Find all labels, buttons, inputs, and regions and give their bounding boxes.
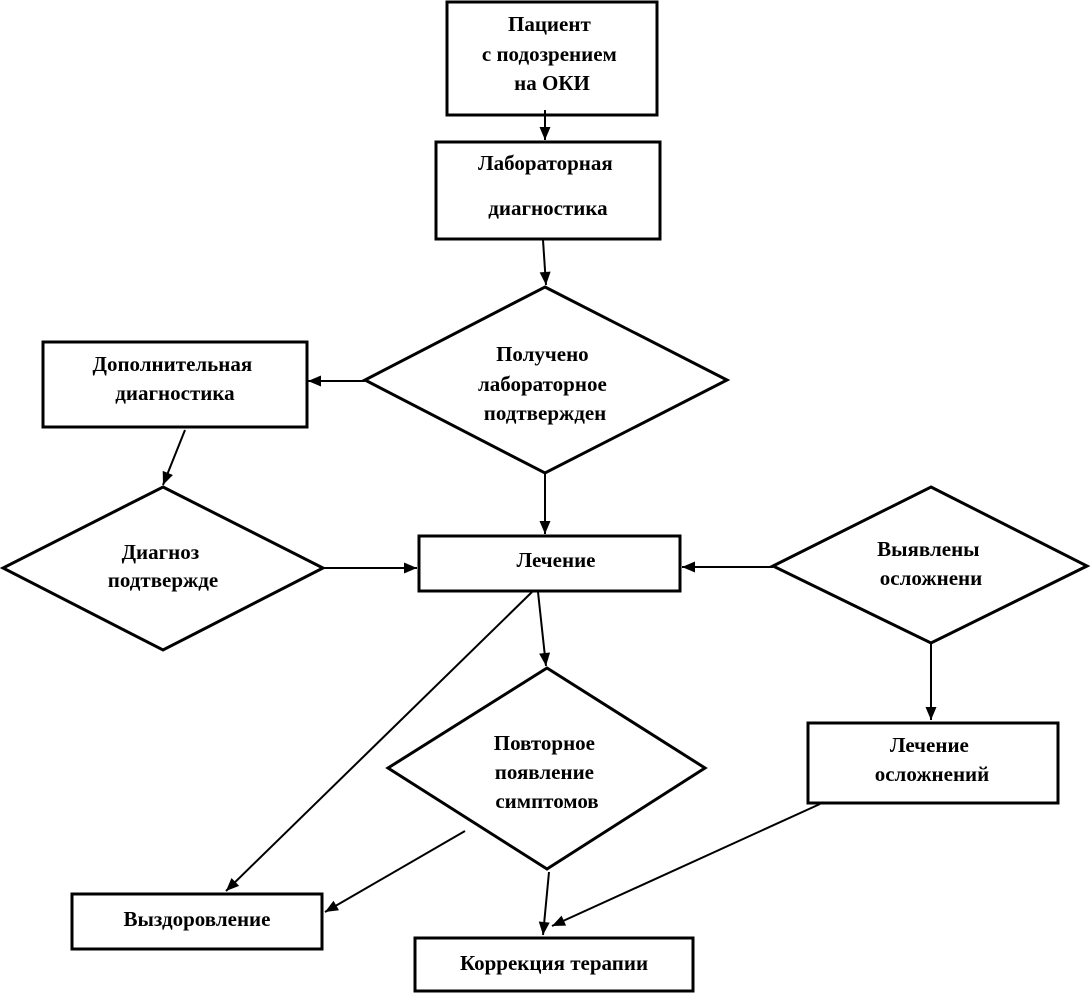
decision-lab-confirmed: Получено лабораторное подтвержден <box>361 285 731 475</box>
decision-complications-found-line-1: Выявлены <box>877 537 979 561</box>
decision-diagnosis-confirmed-line-1: Диагноз <box>122 540 200 564</box>
svg-text:Выявлены осложнени: Выявлены осложнени <box>877 537 985 590</box>
decision-lab-confirmed-line-3: подтвержден <box>484 401 607 425</box>
node-recovery: Выздоровление <box>70 892 324 951</box>
arrow-compl-treatment-to-therapy <box>551 803 821 927</box>
arrow-extra-diag-to-diagnosis-arrowhead <box>162 470 173 485</box>
arrow-complications-to-compl-treatment <box>925 643 937 720</box>
arrow-treatment-to-recovery-arrowhead <box>226 877 240 891</box>
arrow-diagnosis-to-treatment-arrowhead <box>404 562 417 574</box>
arrow-extra-diag-to-diagnosis <box>162 429 186 486</box>
svg-text:Лечение: Лечение <box>517 548 596 572</box>
node-extra-diagnostics-line-1: Дополнительная <box>93 352 253 376</box>
decision-diagnosis-confirmed: Диагноз подтвержде <box>0 485 327 652</box>
decision-symptoms-return: Повторное появление симптомов <box>385 666 708 871</box>
node-treatment-line-1: Лечение <box>517 548 596 572</box>
arrow-decision-to-extra-diag-arrowhead <box>308 375 321 387</box>
arrow-patient-to-lab <box>539 110 551 140</box>
connectors <box>162 110 937 936</box>
decision-symptoms-return-line-1: Повторное <box>494 731 595 755</box>
decision-diagnosis-confirmed-line-2: подтвержде <box>108 568 218 592</box>
svg-text:Лечение осложнений: Лечение осложнений <box>875 733 990 786</box>
node-recovery-line-1: Выздоровление <box>124 907 271 931</box>
node-lab-diagnostics-line-1: Лабораторная <box>478 151 613 175</box>
node-patient-line-1: Пациент <box>508 12 591 36</box>
arrow-symptoms-to-therapy <box>538 871 550 936</box>
node-lab-diagnostics: Лабораторная диагностика <box>434 140 662 241</box>
arrow-complications-to-treatment <box>682 561 773 573</box>
svg-text:Дополнительная диагности: Дополнительная диагностика <box>93 352 258 405</box>
arrow-treatment-to-symptoms-arrowhead <box>539 652 551 666</box>
arrow-lab-to-decision <box>539 239 551 286</box>
decision-lab-confirmed-line-2: лабораторное <box>478 372 607 396</box>
arrow-complications-to-compl-treatment-arrowhead <box>925 707 937 720</box>
node-complication-treatment-line-2: осложнений <box>875 762 990 786</box>
svg-text:Диагноз подтвержде: Диагноз подтвержде <box>108 540 218 592</box>
node-complication-treatment-line-1: Лечение <box>890 733 969 757</box>
arrow-treatment-to-recovery <box>225 591 533 892</box>
svg-text:Лабораторная диагностика: Лабораторная диагностика <box>478 151 618 220</box>
arrow-treatment-to-symptoms <box>537 591 551 667</box>
node-patient: Пациент с подозрением на ОКИ <box>445 0 659 117</box>
arrow-decision-to-treatment-arrowhead <box>539 521 551 534</box>
node-lab-diagnostics-line-2: диагностика <box>488 196 608 220</box>
node-extra-diagnostics: Дополнительная диагностика <box>41 340 309 429</box>
svg-text:Выздоровление: Выздоровление <box>124 907 271 931</box>
decision-symptoms-return-line-2: появление <box>495 760 594 784</box>
node-patient-line-2: с подозрением <box>482 42 617 66</box>
node-patient-line-3: на ОКИ <box>514 71 590 95</box>
arrow-treatment-to-recovery-line <box>225 591 533 892</box>
arrow-symptoms-to-recovery-arrowhead <box>325 900 340 912</box>
decision-lab-confirmed-line-1: Получено <box>496 342 589 366</box>
arrow-lab-to-decision-arrowhead <box>539 271 551 285</box>
decision-symptoms-return-line-3: симптомов <box>495 789 598 813</box>
node-extra-diagnostics-line-2: диагностика <box>115 381 235 405</box>
arrow-compl-treatment-to-therapy-arrowhead <box>552 915 567 926</box>
decision-complications-found: Выявлены осложнени <box>769 485 1090 645</box>
node-therapy-correction: Коррекция терапии <box>413 936 695 993</box>
decision-complications-found-line-2: осложнени <box>880 566 982 590</box>
arrow-compl-treatment-to-therapy-line <box>551 803 821 927</box>
svg-text:Повторное появление: Повторное появление симптомов <box>494 731 601 813</box>
arrow-diagnosis-to-treatment <box>323 562 417 574</box>
svg-text:Получено лабораторное: Получено лабораторное подтвержден <box>478 342 612 425</box>
arrow-decision-to-extra-diag <box>308 375 365 387</box>
svg-text:Коррекция терапии: Коррекция терапии <box>460 951 648 975</box>
arrow-decision-to-treatment <box>539 474 551 534</box>
arrow-symptoms-to-recovery-line <box>324 830 466 913</box>
arrow-patient-to-lab-arrowhead <box>539 127 551 140</box>
node-treatment: Лечение <box>417 534 682 593</box>
node-therapy-correction-line-1: Коррекция терапии <box>460 951 648 975</box>
arrow-symptoms-to-recovery <box>324 830 466 913</box>
node-complication-treatment: Лечение осложнений <box>806 721 1060 805</box>
arrow-complications-to-treatment-arrowhead <box>682 561 695 573</box>
svg-text:Пациент с подозрением: Пациент с подозрением на ОКИ <box>482 12 622 95</box>
arrow-symptoms-to-therapy-arrowhead <box>538 921 550 935</box>
